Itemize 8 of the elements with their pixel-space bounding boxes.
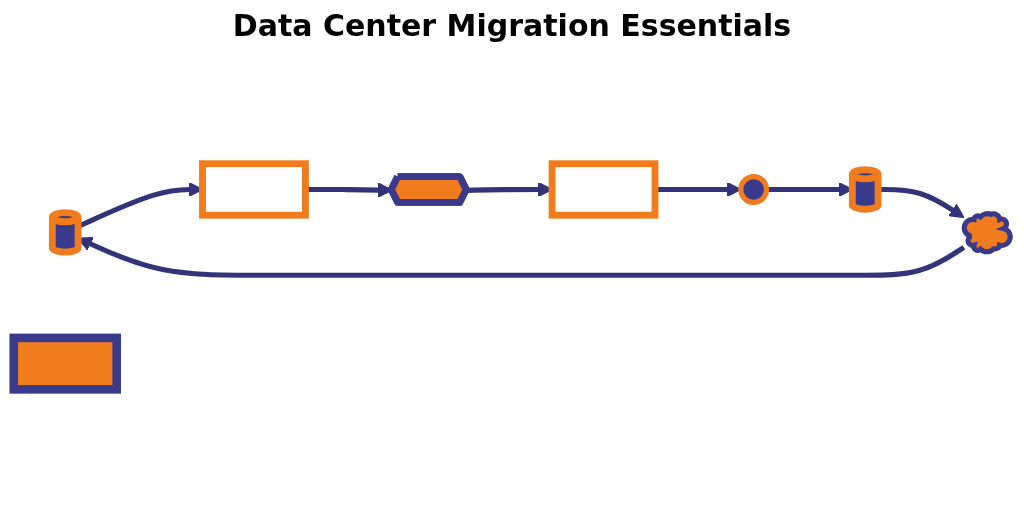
node-cylinder (848, 166, 882, 214)
node-person (738, 174, 770, 206)
diagram-title: Data Center Migration Essentials (231, 8, 793, 43)
node-cylinder (48, 209, 82, 256)
node-box (9, 334, 121, 395)
node-box (199, 160, 309, 220)
node-cloud (961, 211, 1013, 255)
node-box (548, 160, 659, 220)
